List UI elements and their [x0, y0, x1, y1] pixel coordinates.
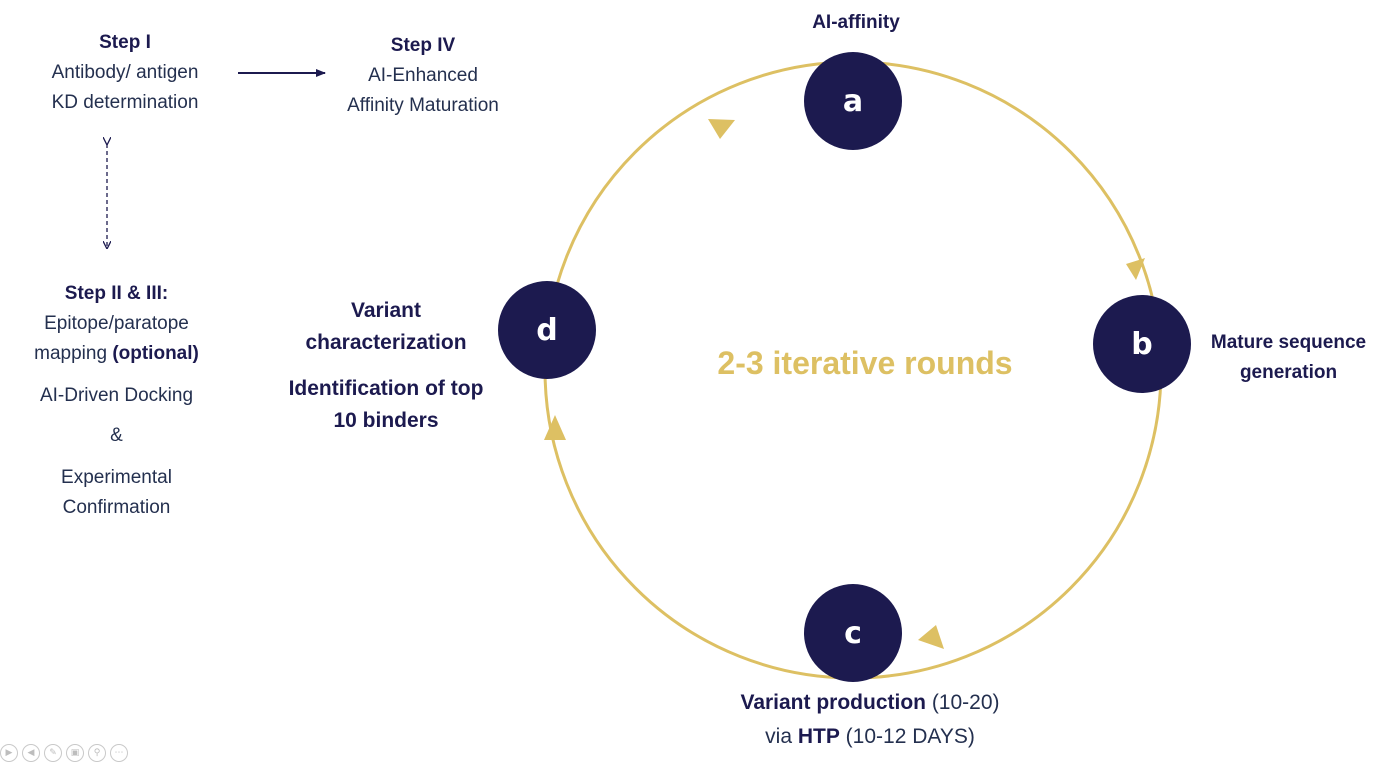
step-2-3-line-3: AI-Driven Docking	[39, 385, 194, 406]
label-d-line-3: Identification of top	[288, 377, 484, 400]
step-2-3-line-4: &	[110, 425, 123, 446]
iterative-rounds-label: 2-3 iterative rounds	[717, 345, 1013, 381]
step-4-line-1: AI-Enhanced	[368, 65, 478, 86]
step-2-3-line-5: Experimental	[61, 467, 172, 488]
step-1-block: Step I Antibody/ antigen KD determinatio…	[20, 28, 230, 118]
step-4-line-2: Affinity Maturation	[347, 95, 499, 116]
pen-icon[interactable]: ✎	[44, 744, 62, 762]
step-2-3-block: Step II & III: Epitope/paratope mapping …	[14, 279, 219, 523]
label-d-line-4: 10 binders	[333, 409, 439, 432]
slide-controls: ▶ ◀ ✎ ▣ ⚲ ⋯	[0, 744, 128, 762]
label-b-line-2: generation	[1239, 362, 1338, 383]
zoom-icon[interactable]: ⚲	[88, 744, 106, 762]
label-c-line-1: Variant production (10-20)	[660, 686, 1080, 720]
step-2-3-line-2-prefix: mapping	[34, 343, 113, 364]
cycle-arrow-d-to-a	[708, 119, 735, 139]
label-c-line-1-rest: (10-20)	[925, 691, 1000, 714]
step-2-3-line-2: mapping (optional)	[14, 339, 219, 369]
step-4-title: Step IV	[390, 35, 456, 56]
cycle-arrow-b-to-c	[918, 625, 944, 649]
label-d-line-2: characterization	[305, 331, 467, 354]
step-2-3-title: Step II & III:	[64, 283, 169, 304]
cycle-node-d: d	[498, 281, 596, 379]
optional-label: (optional)	[112, 343, 199, 364]
slides-icon[interactable]: ▣	[66, 744, 84, 762]
cycle-node-a: a	[804, 52, 902, 150]
more-icon[interactable]: ⋯	[110, 744, 128, 762]
step-2-3-line-1: Epitope/paratope	[44, 313, 189, 334]
back-icon[interactable]: ◀	[22, 744, 40, 762]
label-mature-sequence: Mature sequence generation	[1196, 328, 1376, 388]
step-1-title: Step I	[99, 32, 151, 53]
label-variant-production: Variant production (10-20) via HTP (10-1…	[660, 686, 1080, 754]
label-c-line-2-prefix: via	[765, 725, 798, 748]
label-b-line-1: Mature sequence	[1210, 332, 1367, 353]
label-d-line-1: Variant	[350, 299, 422, 322]
step-2-3-line-6: Confirmation	[62, 497, 171, 518]
label-ai-affinity: AI-affinity	[812, 12, 900, 33]
label-c-line-1-bold: Variant production	[740, 691, 926, 714]
cycle-arrow-c-to-d	[544, 415, 566, 440]
label-c-line-2-rest: (10-12 DAYS)	[839, 725, 975, 748]
cycle-arrow-a-to-b	[1126, 258, 1145, 280]
step-1-line-2: KD determination	[51, 92, 199, 113]
label-variant-characterization: Variant characterization Identification …	[266, 295, 506, 437]
play-icon[interactable]: ▶	[0, 744, 18, 762]
step-4-block: Step IV AI-Enhanced Affinity Maturation	[318, 31, 528, 121]
step-1-line-1: Antibody/ antigen	[51, 62, 199, 83]
label-c-line-2: via HTP (10-12 DAYS)	[660, 720, 1080, 754]
cycle-node-c: c	[804, 584, 902, 682]
label-c-line-2-bold: HTP	[797, 725, 840, 748]
cycle-node-b: b	[1093, 295, 1191, 393]
